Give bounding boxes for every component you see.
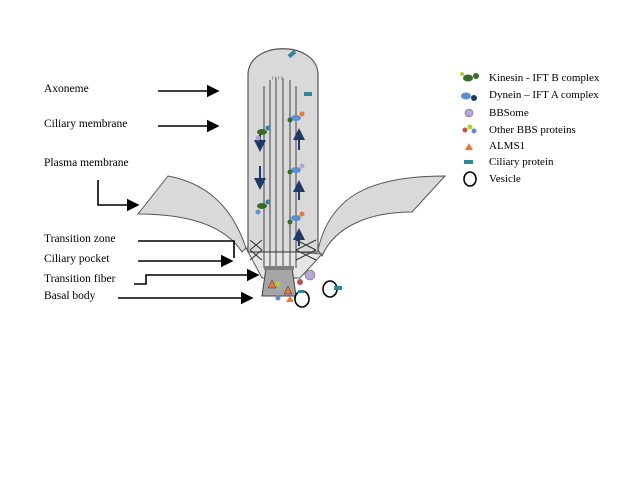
legend-other-bbs: Other BBS proteins <box>489 124 576 136</box>
bbsome-icon <box>464 108 474 118</box>
label-ciliary-membrane: Ciliary membrane <box>44 118 128 130</box>
dynein-icon <box>461 92 477 101</box>
kinesin-complex <box>255 125 271 141</box>
dynein-complex <box>287 163 305 175</box>
legend-dynein: Dynein – IFT A complex <box>489 89 599 101</box>
kinesin-complex <box>255 199 271 215</box>
transition-zone <box>249 239 317 261</box>
legend-vesicle: Vesicle <box>489 173 521 185</box>
vesicles <box>294 269 342 308</box>
legend-bbsome: BBSome <box>489 107 529 119</box>
legend-ciliary-protein: Ciliary protein <box>489 156 554 168</box>
label-arrows <box>97 84 260 305</box>
legend-alms1: ALMS1 <box>489 140 526 152</box>
ciliary-protein-marker <box>287 49 312 96</box>
label-plasma-membrane: Plasma membrane <box>44 157 129 169</box>
label-ciliary-pocket: Ciliary pocket <box>44 253 110 265</box>
svg-text:↑↑↑↑: ↑↑↑↑ <box>271 76 283 82</box>
plasma-membrane-right <box>317 175 447 258</box>
label-transition-fiber: Transition fiber <box>44 273 116 285</box>
kinesin-icon <box>460 72 479 82</box>
label-basal-body: Basal body <box>44 290 96 302</box>
alms1-icon <box>465 143 473 150</box>
label-transition-zone: Transition zone <box>44 233 116 245</box>
dynein-complex <box>287 111 305 123</box>
label-axoneme: Axoneme <box>44 83 89 95</box>
ciliary-protein-icon <box>464 160 473 164</box>
other-bbs-proteins-icon <box>462 124 477 134</box>
legend-icons <box>460 72 479 187</box>
legend-kinesin: Kinesin - IFT B complex <box>489 72 600 84</box>
vesicle-icon <box>463 171 477 187</box>
ift-complexes <box>255 49 312 225</box>
dynein-complex <box>287 211 305 225</box>
